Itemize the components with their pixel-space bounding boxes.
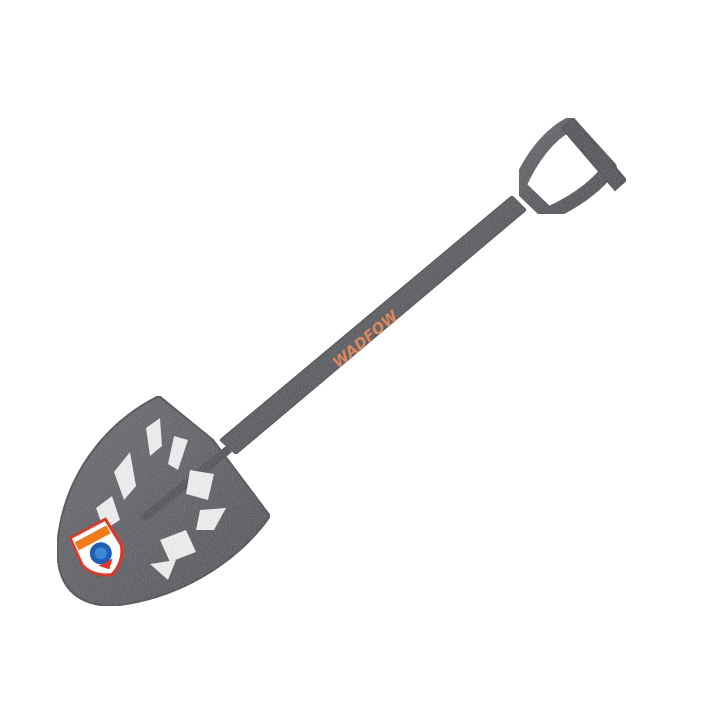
blade-cutout (186, 470, 214, 500)
blade-cutout (160, 530, 196, 562)
shovel-shaft: WADFOW (218, 194, 528, 455)
brand-shield-badge (68, 517, 124, 577)
blade-cutout (146, 418, 162, 456)
blade-cutout (114, 452, 136, 500)
blade-cutout (196, 508, 226, 530)
blade-cutout (168, 436, 188, 470)
d-handle (512, 116, 628, 221)
blade-cutout (150, 560, 176, 580)
